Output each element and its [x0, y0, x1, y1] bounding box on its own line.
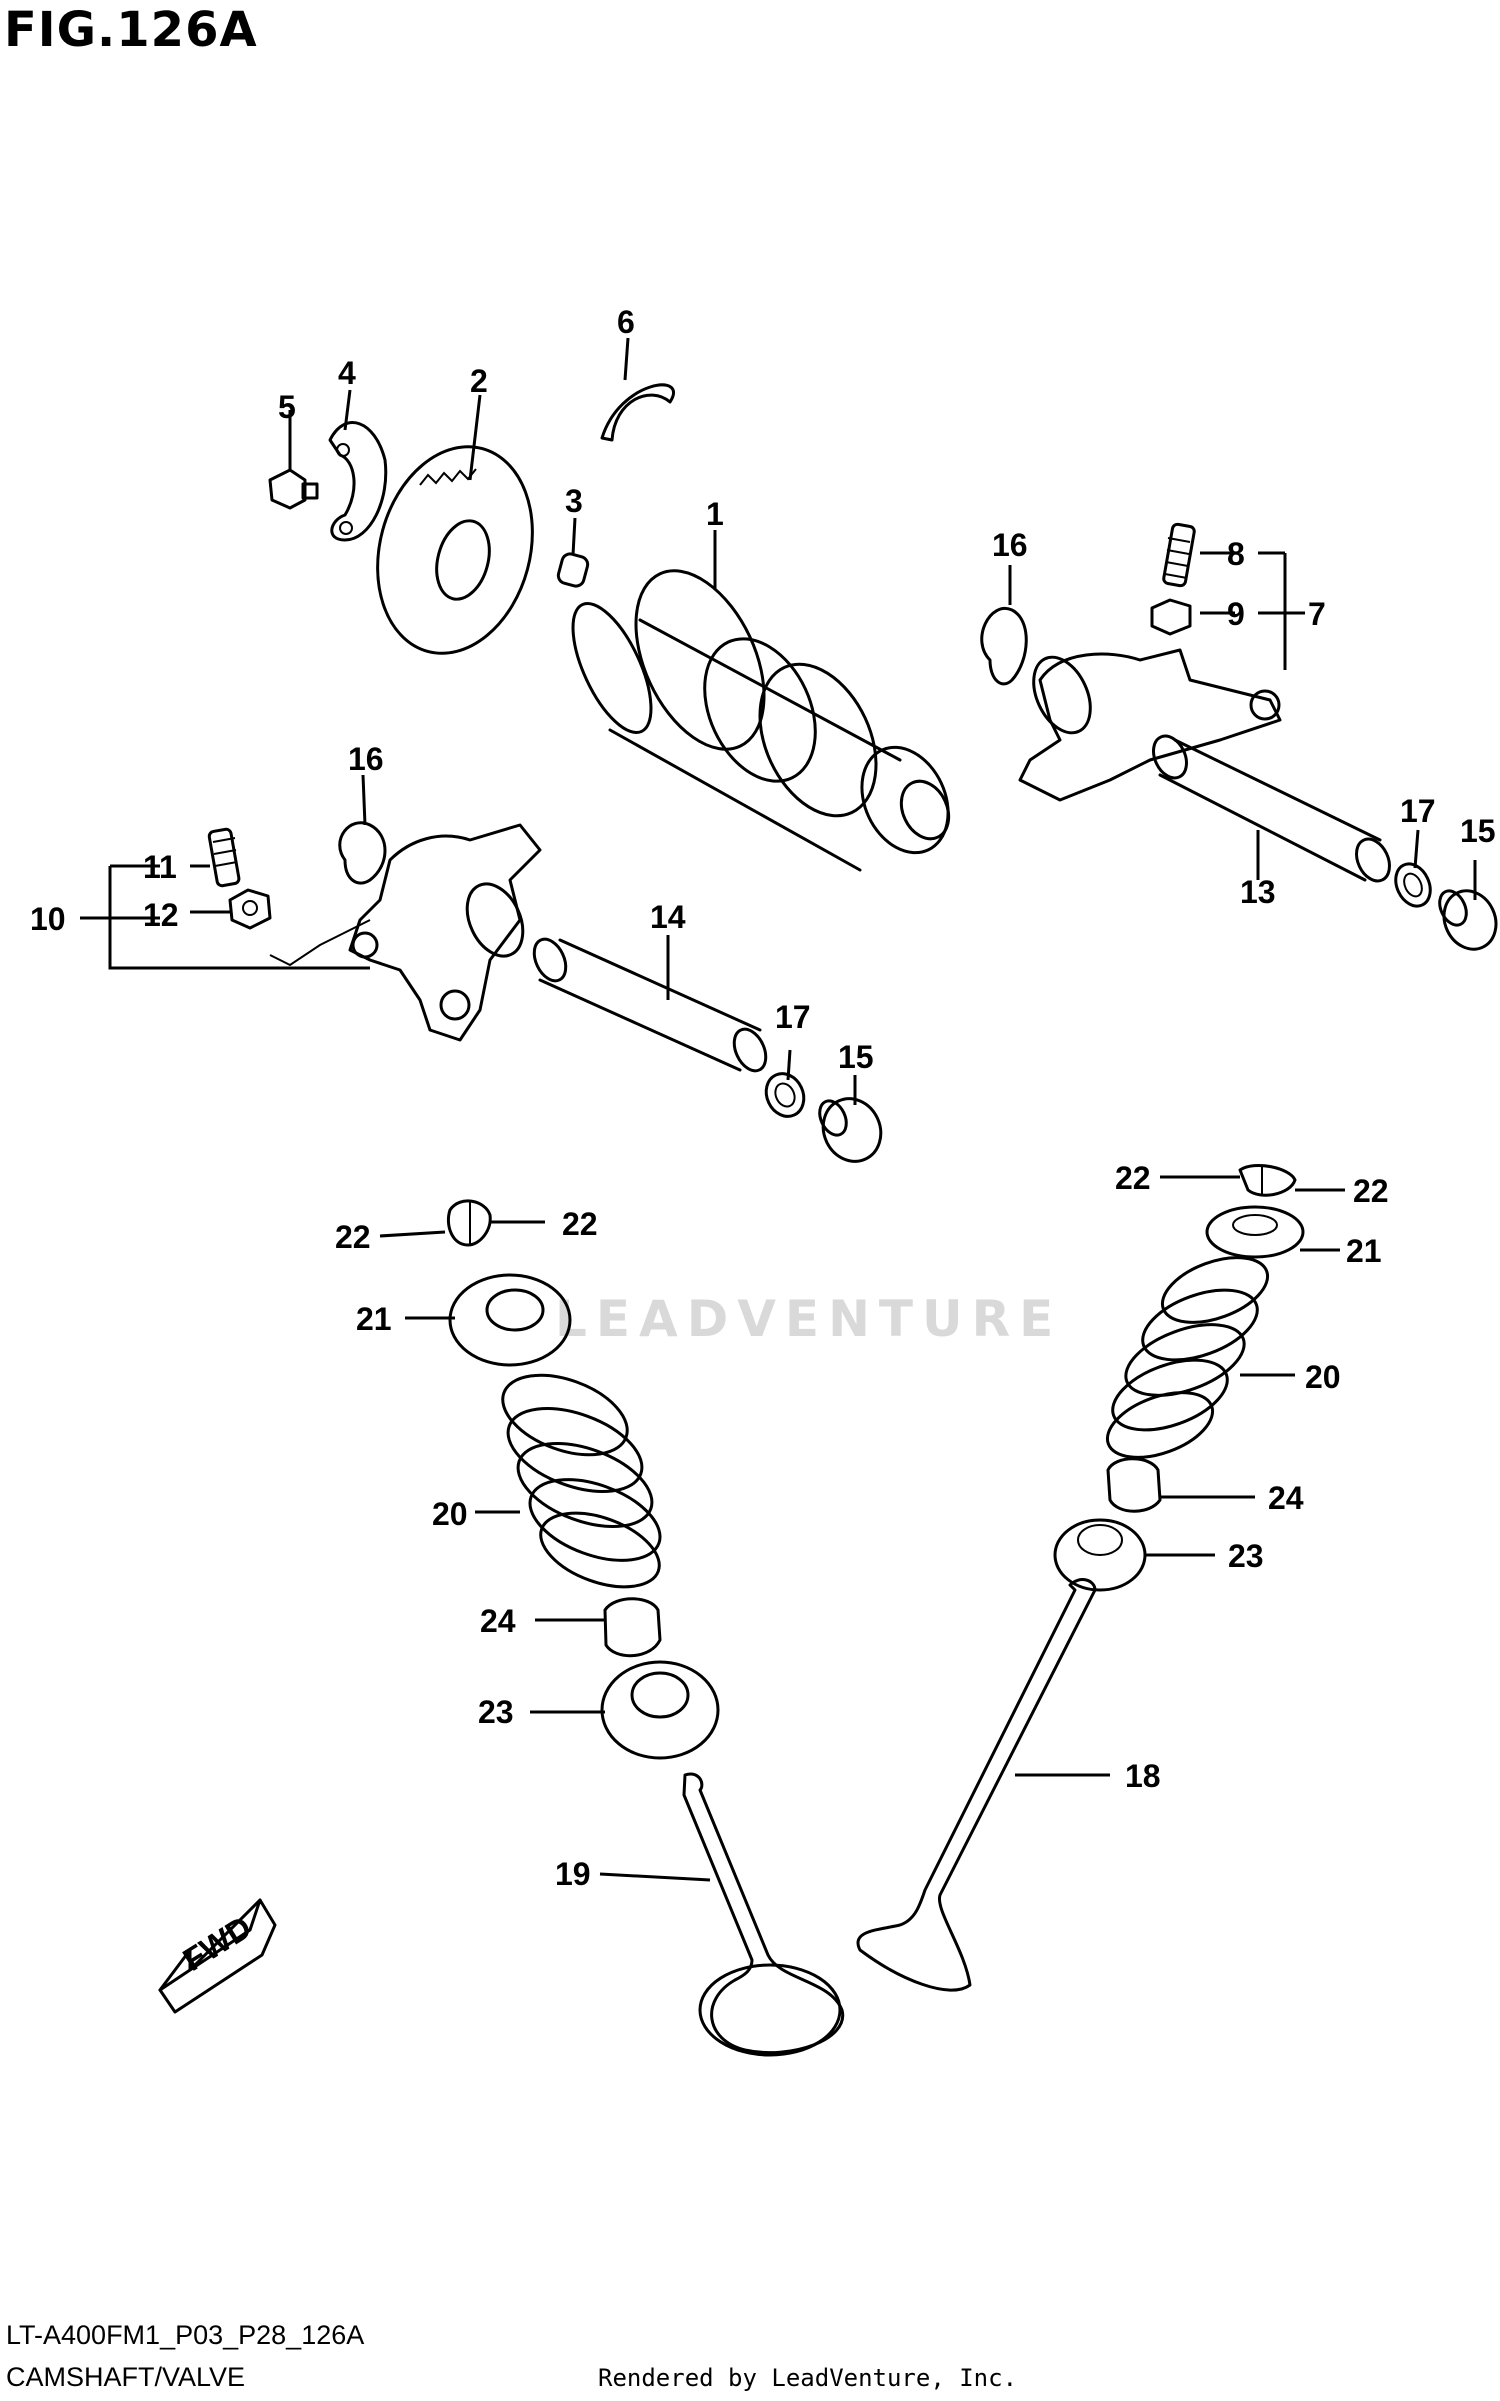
- callout-17b: 17: [775, 999, 811, 1035]
- part-16-oring-lower[interactable]: [338, 821, 387, 885]
- leader-lines: [80, 337, 1477, 1882]
- callout-22c: 22: [1115, 1160, 1151, 1196]
- part-12-lock-nut[interactable]: [228, 888, 272, 930]
- callout-21b: 21: [1346, 1233, 1382, 1269]
- part-24-stem-seal-right[interactable]: [1106, 1457, 1162, 1513]
- callouts: 1 2 3 4 5 6 7 8 9 10 11 12 13 14 15 15 1…: [30, 304, 1496, 1892]
- part-17-seal-right[interactable]: [1389, 858, 1437, 911]
- callout-22d: 22: [1353, 1173, 1389, 1209]
- callout-8: 8: [1227, 536, 1245, 572]
- callout-19: 19: [555, 1856, 591, 1892]
- callout-23a: 23: [478, 1694, 514, 1730]
- part-6-retainer-clip[interactable]: [600, 383, 675, 442]
- part-14-rocker-shaft-intake[interactable]: [528, 934, 772, 1076]
- part-21-retainer-left[interactable]: [448, 1273, 572, 1367]
- part-22-cotter-left[interactable]: [446, 1199, 492, 1247]
- callout-4: 4: [338, 355, 356, 391]
- part-15-plug-right[interactable]: [1435, 882, 1500, 958]
- callout-7: 7: [1308, 596, 1326, 632]
- callout-11: 11: [143, 849, 177, 885]
- callout-5: 5: [278, 389, 296, 425]
- callout-12: 12: [143, 897, 179, 933]
- callout-20a: 20: [432, 1496, 468, 1532]
- part-18-exhaust-valve[interactable]: [856, 1578, 1097, 1992]
- callout-2: 2: [470, 363, 488, 399]
- part-20-spring-right[interactable]: [1099, 1245, 1277, 1470]
- callout-16b: 16: [348, 741, 384, 777]
- callout-21a: 21: [356, 1301, 392, 1337]
- callout-17a: 17: [1400, 793, 1436, 829]
- callout-22b: 22: [562, 1206, 598, 1242]
- callout-24b: 24: [1268, 1480, 1304, 1516]
- figure-title: FIG.126A: [4, 2, 258, 58]
- callout-23b: 23: [1228, 1538, 1264, 1574]
- callout-9: 9: [1227, 596, 1245, 632]
- model-code: LT-A400FM1_P03_P28_126A: [6, 2320, 365, 2350]
- part-16-oring-upper[interactable]: [980, 606, 1028, 686]
- part-2-cam-sprocket[interactable]: [355, 429, 554, 671]
- callout-16a: 16: [992, 527, 1028, 563]
- part-23-seat-left[interactable]: [600, 1660, 720, 1760]
- part-11-adjusting-screw[interactable]: [207, 827, 241, 888]
- part-17-seal-left[interactable]: [759, 1067, 810, 1122]
- part-23-seat-right[interactable]: [1053, 1518, 1147, 1592]
- fwd-direction-arrow: FWD: [158, 1898, 277, 2014]
- part-22-cotter-right[interactable]: [1238, 1163, 1297, 1197]
- callout-10: 10: [30, 901, 66, 937]
- callout-3: 3: [565, 483, 583, 519]
- part-24-stem-seal-left[interactable]: [603, 1597, 662, 1658]
- part-10-intake-rocker-arm[interactable]: [269, 823, 542, 1042]
- section-name: CAMSHAFT/VALVE: [6, 2362, 246, 2392]
- callout-22a: 22: [335, 1219, 371, 1255]
- part-19-intake-valve[interactable]: [682, 1772, 845, 2057]
- callout-18: 18: [1125, 1758, 1161, 1794]
- part-13-rocker-shaft-exhaust[interactable]: [1147, 731, 1396, 887]
- callout-20b: 20: [1305, 1359, 1341, 1395]
- part-5-bolt[interactable]: [268, 468, 319, 510]
- part-21-retainer-right[interactable]: [1205, 1205, 1305, 1259]
- part-1-camshaft[interactable]: [557, 551, 964, 872]
- render-credit: Rendered by LeadVenture, Inc.: [598, 2364, 1018, 2392]
- callout-14: 14: [650, 899, 686, 935]
- callout-6: 6: [617, 304, 635, 340]
- callout-1: 1: [706, 496, 724, 532]
- part-9-lock-nut[interactable]: [1150, 598, 1192, 636]
- part-7-exhaust-rocker-arm[interactable]: [1018, 648, 1282, 802]
- part-3-dowel-pin[interactable]: [556, 552, 590, 588]
- part-15-plug-left[interactable]: [813, 1089, 891, 1171]
- callout-15a: 15: [1460, 813, 1496, 849]
- callout-24a: 24: [480, 1603, 516, 1639]
- part-20-spring-left[interactable]: [492, 1360, 671, 1601]
- part-8-adjusting-screw[interactable]: [1162, 522, 1196, 588]
- watermark: LEADVENTURE: [555, 1290, 1063, 1348]
- callout-15b: 15: [838, 1039, 874, 1075]
- part-4-plate[interactable]: [328, 421, 388, 542]
- callout-13: 13: [1240, 874, 1276, 910]
